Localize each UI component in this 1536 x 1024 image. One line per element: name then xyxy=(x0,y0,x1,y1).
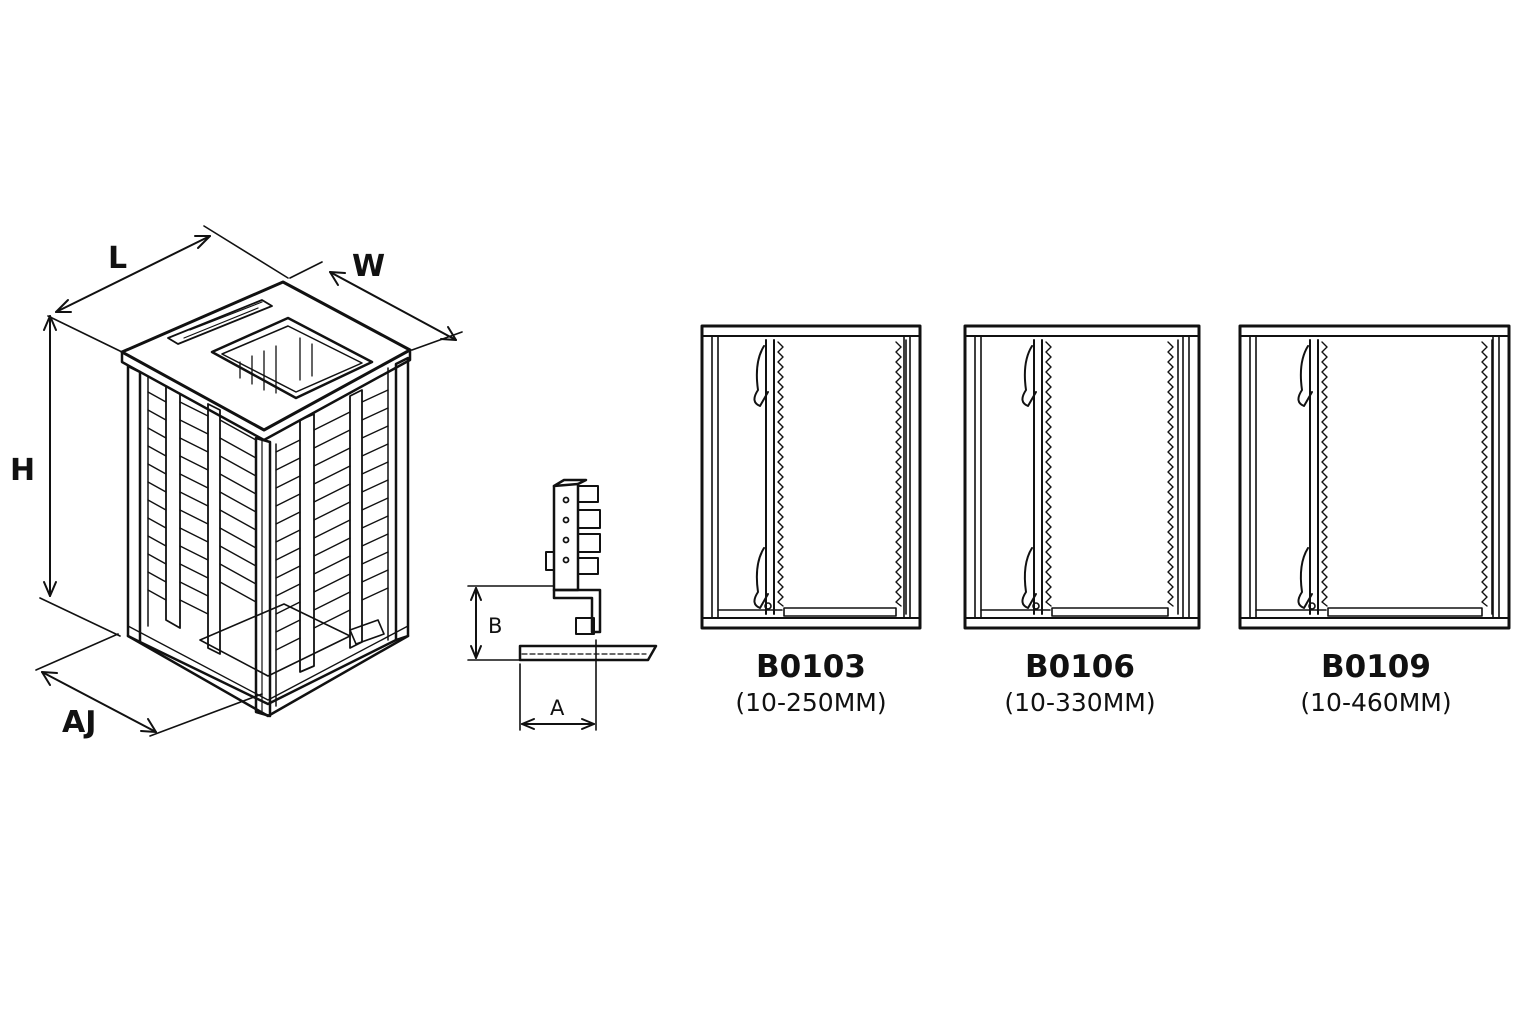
rack-isometric xyxy=(35,225,463,737)
slot-detail xyxy=(467,478,658,731)
model-range: (10-460MM) xyxy=(1300,687,1452,717)
adjust-label: AJ xyxy=(62,705,97,740)
model-caption-2: B0106 (10-330MM) xyxy=(950,648,1210,719)
model-range: (10-250MM) xyxy=(735,687,887,717)
model-front-view-2 xyxy=(963,324,1201,630)
model-front-view-1 xyxy=(700,324,922,630)
width-label: W xyxy=(352,249,386,284)
height-label: H xyxy=(10,453,36,488)
a-dimension-label: A xyxy=(550,696,565,720)
model-caption-1: B0103 (10-250MM) xyxy=(681,648,941,719)
length-label: L xyxy=(108,241,128,276)
model-range: (10-330MM) xyxy=(1004,687,1156,717)
model-caption-3: B0109 (10-460MM) xyxy=(1246,648,1506,719)
model-code: B0109 xyxy=(1321,649,1431,685)
model-front-view-3 xyxy=(1238,324,1511,630)
b-dimension-label: B xyxy=(488,614,503,638)
model-code: B0103 xyxy=(756,649,866,685)
model-code: B0106 xyxy=(1025,649,1135,685)
